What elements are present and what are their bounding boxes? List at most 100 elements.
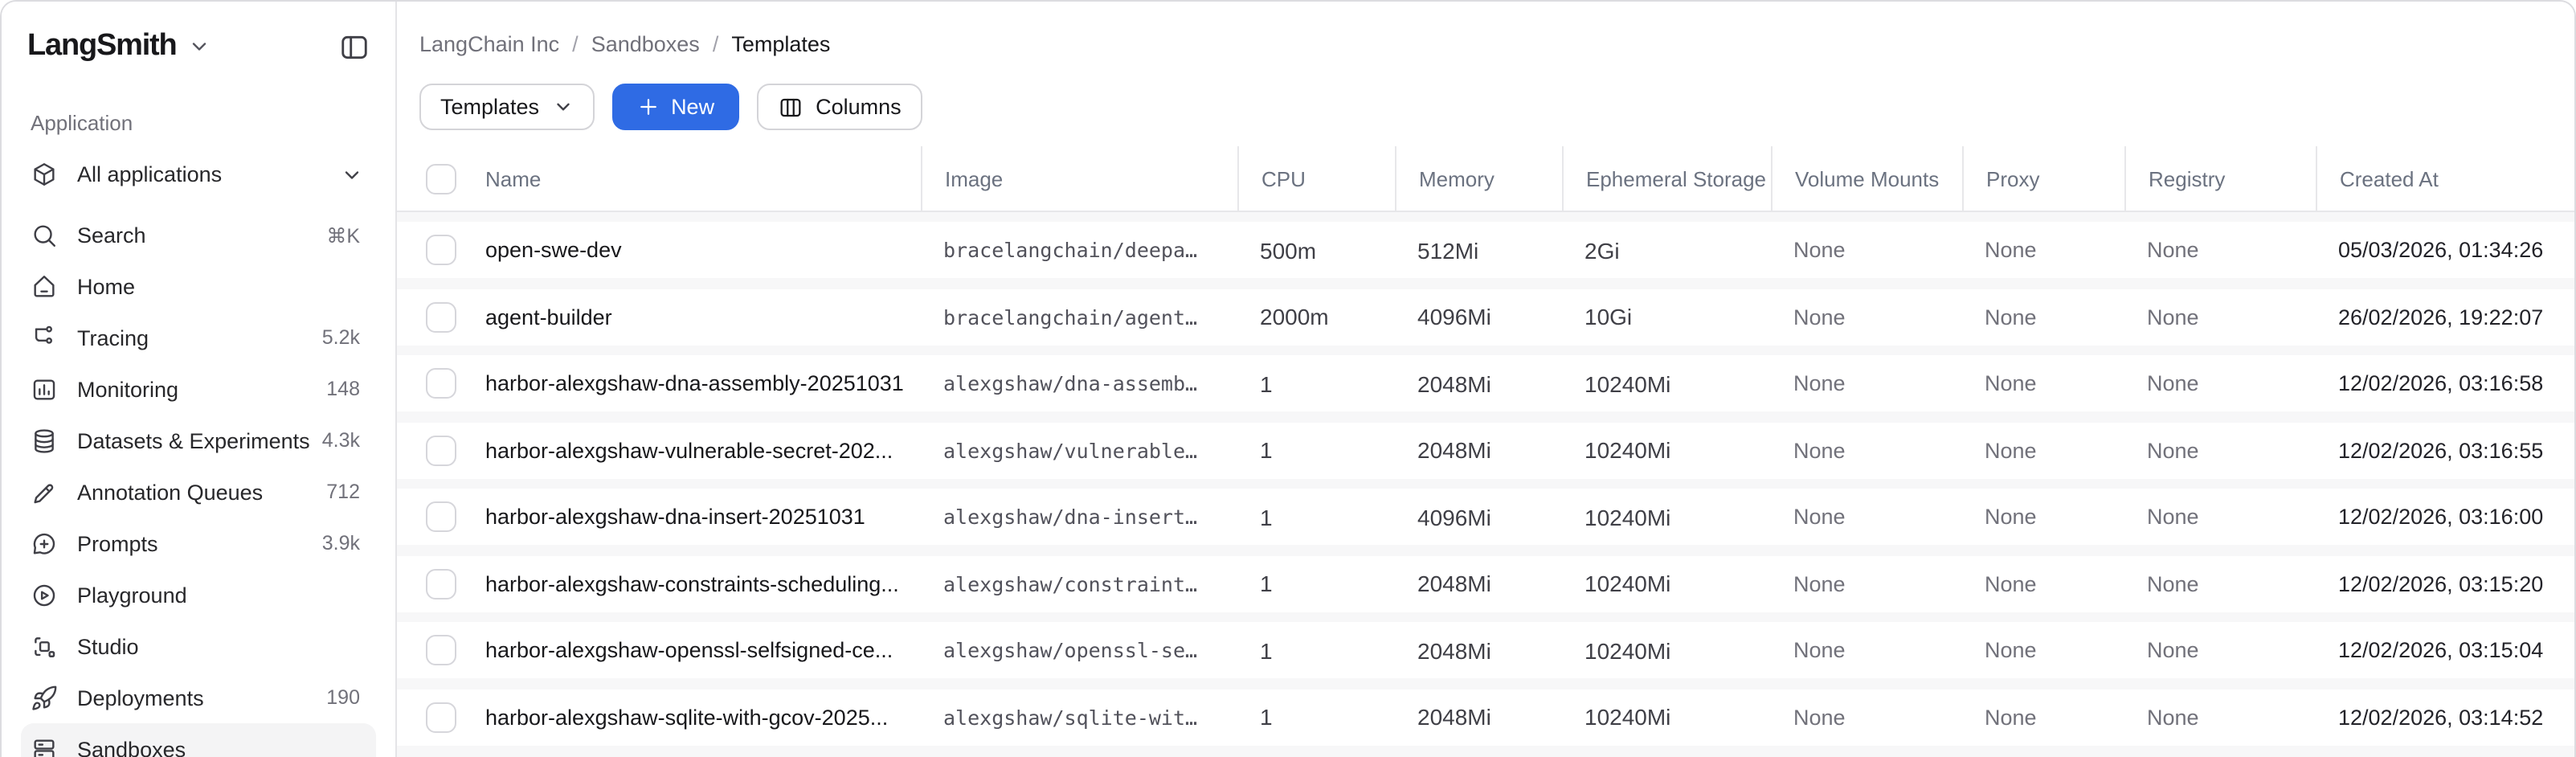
cell-ephemeral-storage: 10240Mi [1584,504,1671,530]
cell-cpu: 1 [1260,504,1273,530]
cell-name: harbor-alexgshaw-constraints-scheduling.… [397,555,921,612]
cell-cpu: 1 [1260,571,1273,596]
cell-image: bracelangchain/agent… [943,305,1198,329]
column-header-name[interactable]: Name [397,146,921,211]
column-header-memory[interactable]: Memory [1395,146,1562,211]
column-header-registry[interactable]: Registry [2124,146,2316,211]
template-name: harbor-alexgshaw-constraints-scheduling.… [485,571,899,595]
cell-registry: None [2147,571,2199,595]
cell-memory: 2048Mi [1417,571,1491,596]
sidebar: LangSmith Application All applications S [2,2,397,757]
brand-chevron-down-icon[interactable] [188,35,211,58]
cell-volume-mounts: None [1793,371,1846,395]
row-checkbox[interactable] [426,568,456,599]
sidebar-toggle-icon[interactable] [339,31,370,62]
row-checkbox[interactable] [426,435,456,465]
column-header-created-at[interactable]: Created At [2316,146,2574,211]
sidebar-item-playground[interactable]: Playground [21,569,376,620]
sidebar-item-label: Search [77,223,146,247]
deployments-icon [31,684,58,711]
cell-volume-mounts: None [1793,238,1846,262]
cell-image: alexgshaw/openssl-se… [943,638,1198,662]
cell-cpu: 2000m [1260,304,1329,329]
row-checkbox[interactable] [426,635,456,665]
cell-proxy: None [1985,371,2037,395]
sidebar-item-home[interactable]: Home [21,260,376,312]
table-row[interactable]: harbor-alexgshaw-dna-insert-20251031 alex… [397,489,2574,545]
breadcrumb-sandboxes[interactable]: Sandboxes [591,32,700,56]
sidebar-item-badge: 712 [326,481,360,503]
sidebar-item-studio[interactable]: Studio [21,620,376,672]
home-icon [31,272,58,300]
new-button[interactable]: New [611,84,739,130]
select-all-checkbox[interactable] [426,163,456,194]
cell-name: harbor-alexgshaw-dna-assembly-20251031 [397,355,921,411]
sidebar-item-label: Deployments [77,685,204,710]
cell-ephemeral-storage: 2Gi [1584,237,1620,263]
row-checkbox[interactable] [426,501,456,532]
cell-cpu: 500m [1260,237,1317,263]
table-row[interactable]: harbor-alexgshaw-openssl-selfsigned-ce..… [397,622,2574,678]
brand-logo[interactable]: LangSmith [27,29,178,63]
cell-created-at: 12/02/2026, 03:15:20 [2338,571,2544,595]
sidebar-item-badge: 3.9k [321,532,360,554]
sidebar-item-search[interactable]: Search⌘K [21,209,376,260]
cell-ephemeral-storage: 10240Mi [1584,370,1671,396]
cell-ephemeral-storage: 10240Mi [1584,437,1671,463]
column-header-volume-mounts[interactable]: Volume Mounts [1771,146,1962,211]
cell-cpu: 1 [1260,637,1273,663]
cell-cpu: 1 [1260,437,1273,463]
cell-name: harbor-alexgshaw-dna-insert-20251031 [397,489,921,545]
cell-registry: None [2147,505,2199,529]
cell-volume-mounts: None [1793,505,1846,529]
cell-name: harbor-alexgshaw-sqlite-with-gcov-2025..… [397,689,921,745]
breadcrumb-templates: Templates [731,32,831,56]
view-dropdown-button[interactable]: Templates [419,84,595,130]
sidebar-item-sandboxes[interactable]: Sandboxes [21,723,376,757]
cell-registry: None [2147,438,2199,462]
workspace-selector[interactable]: All applications [21,151,376,198]
main-content: LangChain Inc / Sandboxes / Templates Te… [397,2,2574,757]
column-header-image[interactable]: Image [921,146,1237,211]
cell-name: open-swe-dev [397,222,921,278]
columns-button[interactable]: Columns [756,84,922,130]
row-checkbox[interactable] [426,235,456,265]
column-header-proxy[interactable]: Proxy [1962,146,2124,211]
sidebar-item-label: Home [77,274,136,298]
table-row[interactable]: harbor-alexgshaw-sqlite-with-gcov-2025..… [397,689,2574,745]
cell-registry: None [2147,371,2199,395]
row-checkbox[interactable] [426,702,456,732]
cell-registry: None [2147,238,2199,262]
table-row[interactable]: harbor-alexgshaw-vulnerable-secret-202..… [397,422,2574,478]
cell-memory: 4096Mi [1417,504,1491,530]
row-checkbox[interactable] [426,301,456,332]
column-header-ephemeral-storage[interactable]: Ephemeral Storage [1562,146,1771,211]
cell-volume-mounts: None [1793,571,1846,595]
tracing-icon [31,324,58,351]
cell-proxy: None [1985,705,2037,729]
breadcrumb-org[interactable]: LangChain Inc [419,32,560,56]
cell-ephemeral-storage: 10240Mi [1584,637,1671,663]
cell-registry: None [2147,705,2199,729]
cell-volume-mounts: None [1793,438,1846,462]
columns-icon [777,94,803,120]
row-checkbox[interactable] [426,368,456,399]
cell-image: alexgshaw/dna-insert… [943,505,1198,529]
column-header-cpu[interactable]: CPU [1237,146,1395,211]
template-name: open-swe-dev [485,238,622,262]
table-row[interactable]: harbor-alexgshaw-constraints-scheduling.… [397,555,2574,612]
cell-memory: 2048Mi [1417,704,1491,730]
cell-proxy: None [1985,505,2037,529]
studio-icon [31,632,58,660]
